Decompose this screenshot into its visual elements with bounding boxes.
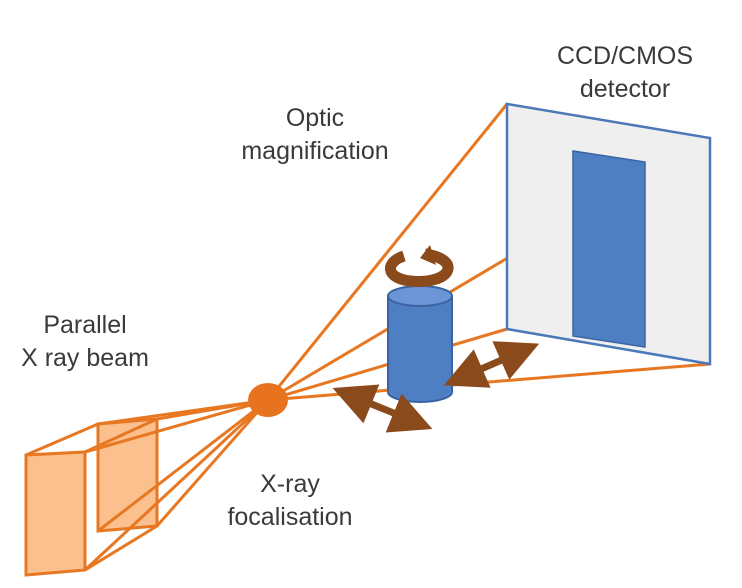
optic-label-line-1: Optic <box>285 104 345 132</box>
optic-label-line-2: magnification <box>241 137 389 165</box>
beam-label-line-2: X ray beam <box>21 344 149 372</box>
detector-label-line-2: detector <box>579 75 671 103</box>
focal-label-line-2: focalisation <box>227 503 353 531</box>
beam-back-face <box>96 417 159 533</box>
parallel-beam-label: Parallel X ray beam <box>0 309 170 375</box>
beam-front-face <box>24 450 87 577</box>
focal-spot <box>248 383 288 417</box>
detector-sensor <box>572 150 646 348</box>
detector-label-line-1: CCD/CMOS <box>556 42 694 70</box>
detector <box>505 102 712 366</box>
optic-magnification-label: Optic magnification <box>210 102 420 168</box>
parallel-beam <box>24 417 159 577</box>
focalisation-label: X-ray focalisation <box>205 468 375 534</box>
double-arrow-icon <box>443 341 540 388</box>
sample-cylinder <box>387 285 453 403</box>
double-arrow-icon <box>332 384 433 433</box>
rotation-arrow-icon <box>385 245 454 287</box>
detector-label: CCD/CMOS detector <box>530 40 720 106</box>
focal-label-line-1: X-ray <box>260 470 320 498</box>
beam-label-line-1: Parallel <box>43 311 127 339</box>
